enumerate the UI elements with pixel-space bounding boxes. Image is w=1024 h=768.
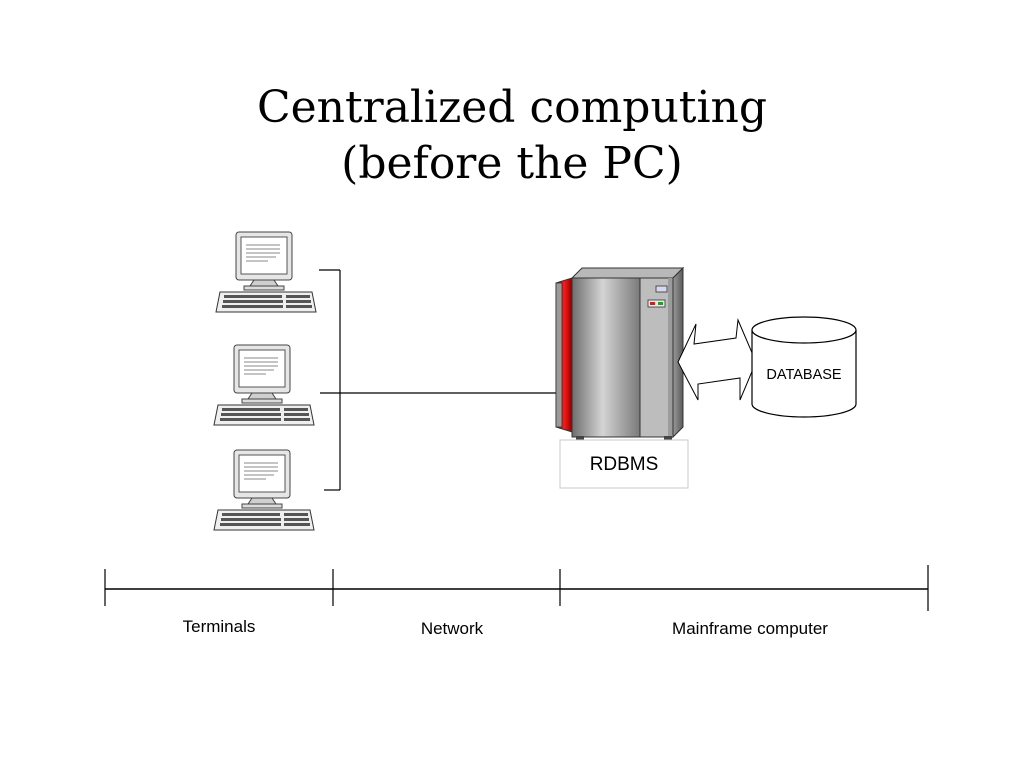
title-line-2: (before the PC)	[341, 138, 683, 189]
terminal-1-icon	[215, 231, 317, 313]
title-line-1: Centralized computing	[256, 82, 768, 133]
timeline-label-terminals: Terminals	[183, 617, 256, 636]
timeline-label-network: Network	[421, 619, 484, 638]
rdbms-label: RDBMS	[590, 454, 659, 475]
slide-title: Centralized computing (before the PC)	[0, 80, 1024, 192]
terminal-2-icon	[213, 344, 315, 426]
timeline	[104, 565, 929, 611]
double-arrow-icon	[677, 318, 757, 401]
terminal-3-icon	[213, 449, 315, 531]
mainframe-server-icon	[555, 266, 685, 440]
database-cylinder-icon: DATABASE	[751, 316, 857, 418]
database-label: DATABASE	[766, 367, 842, 383]
rdbms-label-box: RDBMS	[559, 439, 689, 489]
timeline-label-mainframe: Mainframe computer	[672, 619, 828, 638]
terminal-bracket	[319, 269, 341, 491]
